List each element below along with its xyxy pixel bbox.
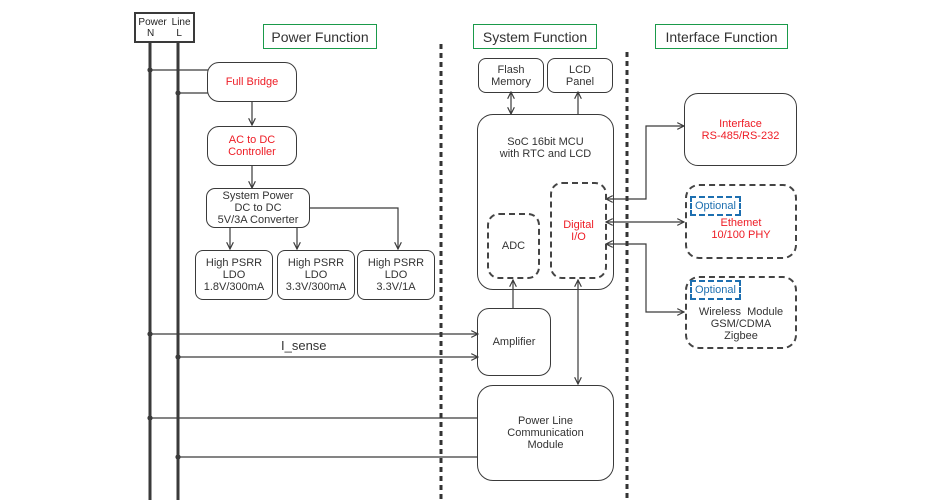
ldo2-label-1: High PSRR xyxy=(287,257,345,269)
rs-label-2: RS-485/RS-232 xyxy=(701,129,780,142)
ldo3-label-2: LDO xyxy=(384,269,408,281)
lcd-label-2: Panel xyxy=(565,75,595,88)
ldo1-label-3: 1.8V/300mA xyxy=(203,281,265,293)
full-bridge-label: Full Bridge xyxy=(225,76,279,88)
digital-io-label-2: I/O xyxy=(571,230,586,243)
rs-label-1: Interface xyxy=(719,117,762,130)
mcu-block: SoC 16bit MCU with RTC and LCD xyxy=(477,114,614,290)
wireless-module-block: Wireless Module GSM/CDMA Zigbee xyxy=(685,276,797,349)
neutral-label: N xyxy=(147,27,155,39)
live-label: L xyxy=(176,27,182,39)
ldo-block-2: High PSRR LDO 3.3V/300mA xyxy=(277,250,355,300)
i-sense-label: I_sense xyxy=(281,338,327,353)
ldo3-label-3: 3.3V/1A xyxy=(376,281,416,293)
adc-block: ADC xyxy=(487,213,540,279)
plc-label-2: Communication xyxy=(507,427,584,439)
full-bridge-block: Full Bridge xyxy=(207,62,297,102)
mcu-label-2: with RTC and LCD xyxy=(499,148,592,160)
header-power-function: Power Function xyxy=(263,24,377,49)
ldo1-label-2: LDO xyxy=(222,269,246,281)
ldo-block-1: High PSRR LDO 1.8V/300mA xyxy=(195,250,273,300)
lcd-label-1: LCD xyxy=(568,63,591,76)
amplifier-label: Amplifier xyxy=(492,336,536,348)
ldo2-label-3: 3.3V/300mA xyxy=(285,281,347,293)
wireless-optional-badge: Optional xyxy=(690,280,741,300)
ac-dc-label-1: AC to DC xyxy=(228,134,276,146)
dc-dc-label-3: 5V/3A Converter xyxy=(217,214,299,226)
ac-dc-controller-block: AC to DC Controller xyxy=(207,126,297,166)
ethernet-label-2: 10/100 PHY xyxy=(711,228,771,241)
plc-module-block: Power Line Communication Module xyxy=(477,385,614,481)
ldo2-label-2: LDO xyxy=(304,269,328,281)
amplifier-block: Amplifier xyxy=(477,308,551,376)
ldo-block-3: High PSRR LDO 3.3V/1A xyxy=(357,250,435,300)
header-interface-function: Interface Function xyxy=(655,24,788,49)
line-label: Line xyxy=(171,16,191,28)
flash-label-2: Memory xyxy=(491,75,531,88)
ethernet-block: Ethemet 10/100 PHY xyxy=(685,184,797,259)
power-label: Power xyxy=(138,16,167,28)
ac-dc-label-2: Controller xyxy=(228,146,276,158)
plc-label-3: Module xyxy=(527,439,564,451)
ethernet-optional-badge: Optional xyxy=(690,196,741,216)
dc-dc-label-1: System Power xyxy=(222,190,294,202)
header-system-function: System Function xyxy=(473,24,597,49)
mcu-label-1: SoC 16bit MCU xyxy=(507,136,584,148)
wireless-label-1: Wireless Module xyxy=(698,305,784,318)
wireless-label-2: GSM/CDMA xyxy=(710,317,772,330)
wireless-label-3: Zigbee xyxy=(724,329,758,342)
plc-label-1: Power Line xyxy=(517,415,574,427)
digital-io-block: Digital I/O xyxy=(550,182,607,279)
flash-label-1: Flash xyxy=(497,63,525,76)
ethernet-label-1: Ethemet xyxy=(720,216,762,229)
dc-dc-converter-block: System Power DC to DC 5V/3A Converter xyxy=(206,188,310,228)
dc-dc-label-2: DC to DC xyxy=(234,202,282,214)
ldo3-label-1: High PSRR xyxy=(367,257,425,269)
adc-label: ADC xyxy=(501,240,526,252)
digital-io-label-1: Digital xyxy=(563,218,594,231)
flash-memory-block: Flash Memory xyxy=(478,58,544,93)
lcd-panel-block: LCD Panel xyxy=(547,58,613,93)
ldo1-label-1: High PSRR xyxy=(205,257,263,269)
rs485-interface-block: Interface RS-485/RS-232 xyxy=(684,93,797,166)
power-line-label: Power Line N L xyxy=(134,12,195,43)
